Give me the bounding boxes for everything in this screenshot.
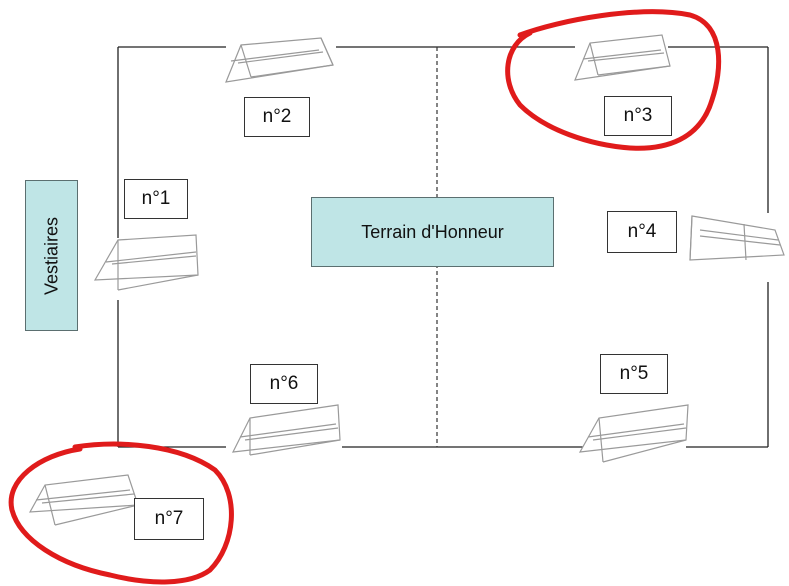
highlight-circle-goal-7 <box>8 441 234 585</box>
goal-label-5: n°5 <box>600 354 668 394</box>
field-title: Terrain d'Honneur <box>311 197 554 267</box>
goal-1-icon <box>93 234 199 291</box>
goal-label-7: n°7 <box>134 498 204 540</box>
goal-3-icon <box>574 34 671 81</box>
goal-4-icon <box>689 215 785 261</box>
locker-room-label: Vestiaires <box>25 180 78 331</box>
goal-label-3: n°3 <box>604 96 672 136</box>
goal-7-icon <box>28 474 139 526</box>
goal-label-4: n°4 <box>607 211 677 253</box>
goal-5-icon <box>578 404 689 463</box>
goal-label-2: n°2 <box>244 97 310 137</box>
goal-2-icon <box>225 37 334 83</box>
goal-label-1: n°1 <box>124 179 188 219</box>
highlight-circle-goal-3 <box>505 9 722 151</box>
goal-label-6: n°6 <box>250 364 318 404</box>
goal-6-icon <box>231 404 341 456</box>
